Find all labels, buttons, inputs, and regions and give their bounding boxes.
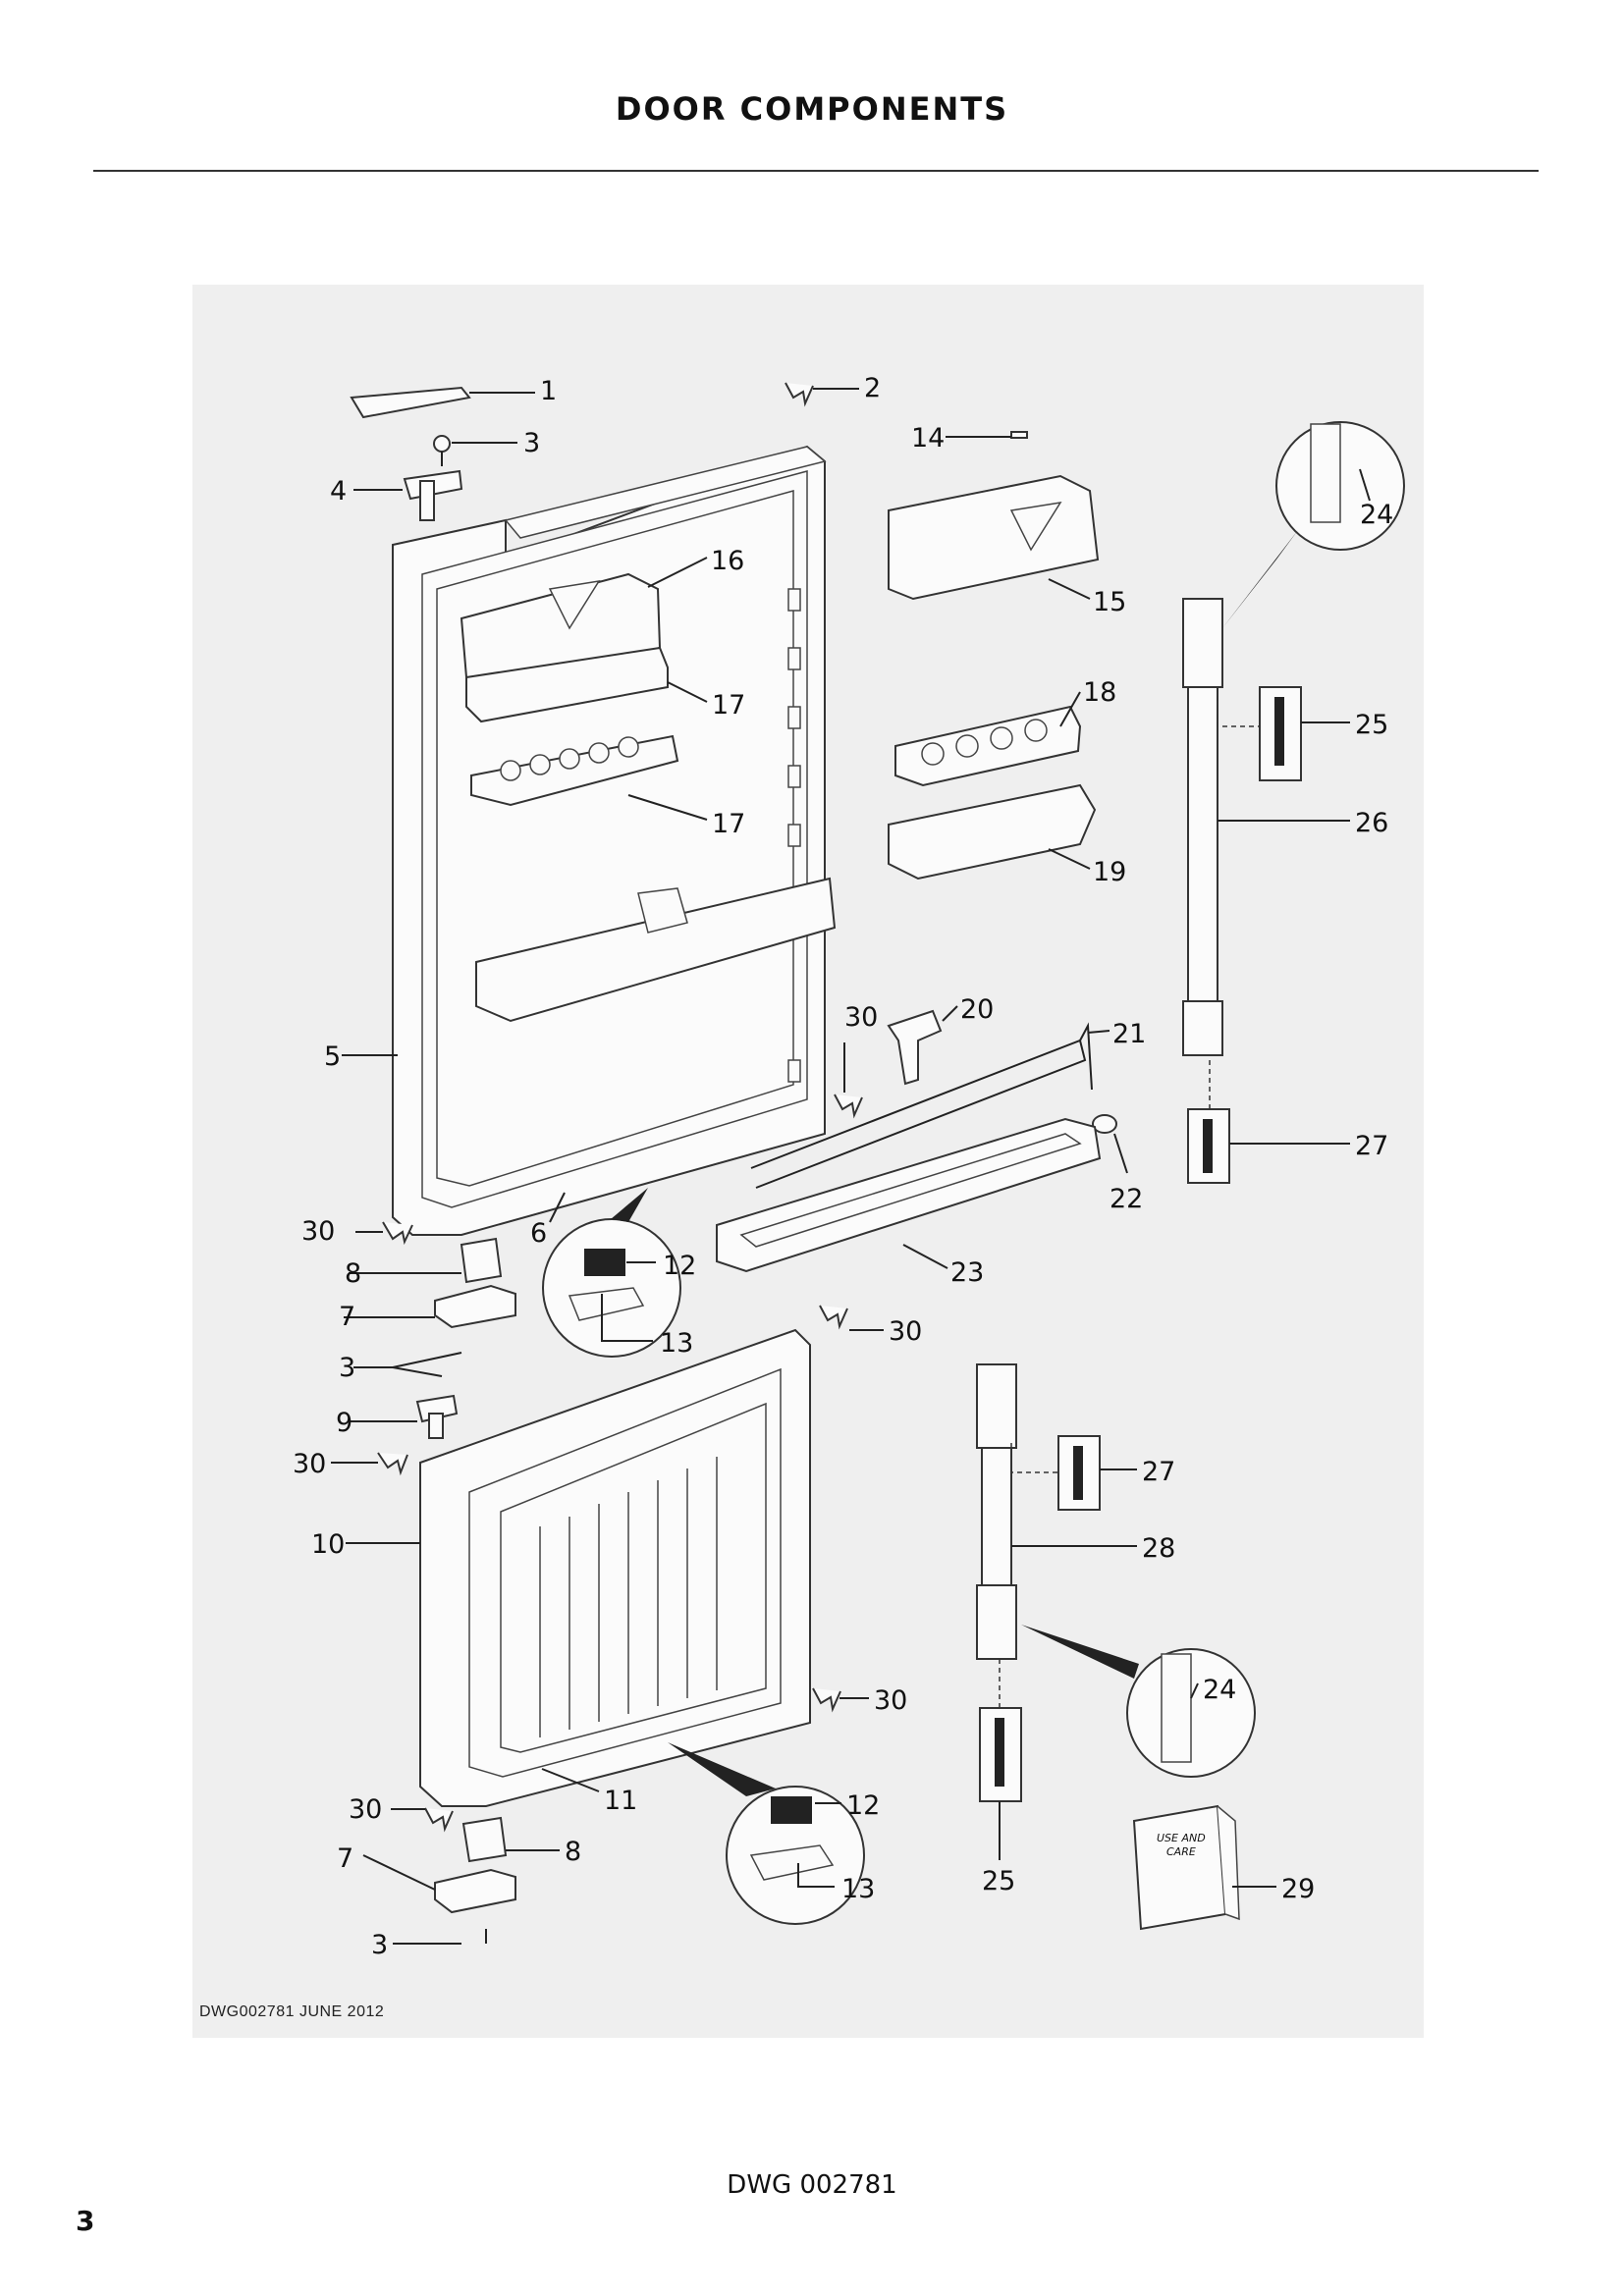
door-shelf-19: [888, 783, 1097, 881]
leader-lines: [331, 388, 1371, 1945]
bin-cap-detail-upper: [542, 1188, 681, 1358]
fresh-food-door: [392, 445, 827, 1236]
callout-5: 5: [324, 1041, 341, 1072]
callout-3: 3: [339, 1353, 355, 1383]
large-door-shelf: [475, 877, 837, 1023]
clip-30-set: [377, 382, 863, 1833]
bottom-hinge-bracket-7: [434, 1868, 516, 1914]
screw-25-upper: [1217, 686, 1302, 781]
pin-14: [1010, 431, 1028, 439]
callout-21: 21: [1112, 1019, 1146, 1049]
door-shelf-17-upper: [465, 646, 669, 723]
callout-18: 18: [1083, 677, 1116, 708]
bracket-20: [887, 1009, 943, 1086]
callout-29: 29: [1281, 1874, 1315, 1904]
lower-handle-28: [976, 1363, 1017, 1660]
freezer-door: [419, 1328, 811, 1807]
callout-25: 25: [1355, 710, 1388, 740]
callout-26: 26: [1355, 808, 1388, 838]
drawing-reference: DWG002781 JUNE 2012: [199, 2003, 385, 2020]
callout-30: 30: [874, 1685, 907, 1716]
callout-24: 24: [1203, 1675, 1236, 1705]
callout-19: 19: [1093, 857, 1126, 887]
screw-27-upper: [1187, 1060, 1230, 1184]
bottle-shelf-23: [716, 1117, 1102, 1273]
hinge-4: [403, 469, 463, 521]
screw-27-lower: [1010, 1435, 1101, 1511]
callout-22: 22: [1110, 1184, 1143, 1214]
hinge-bracket-7: [434, 1284, 516, 1329]
callout-30: 30: [844, 1002, 878, 1033]
middle-hinge-9: [415, 1394, 459, 1439]
callout-23: 23: [950, 1257, 984, 1288]
handle-detail-24-lower: [1021, 1625, 1256, 1778]
callout-12: 12: [846, 1790, 880, 1821]
callout-17: 17: [712, 809, 745, 839]
callout-27: 27: [1355, 1131, 1388, 1161]
bottom-hinge-pin-8: [461, 1816, 508, 1863]
callout-14: 14: [911, 423, 945, 454]
callout-30: 30: [301, 1216, 335, 1247]
title-divider: [93, 170, 1539, 172]
callout-15: 15: [1093, 587, 1126, 617]
footer-drawing-number: DWG 002781: [727, 2170, 897, 2200]
bin-cap-detail-lower: [668, 1742, 865, 1925]
callout-13: 13: [841, 1874, 875, 1904]
callout-4: 4: [330, 476, 347, 507]
callout-13: 13: [660, 1328, 693, 1359]
callout-8: 8: [565, 1837, 581, 1867]
callout-3: 3: [371, 1930, 388, 1960]
callout-20: 20: [960, 994, 994, 1025]
callout-7: 7: [337, 1843, 353, 1874]
hinge-pin-8: [460, 1237, 503, 1284]
callout-11: 11: [604, 1786, 637, 1816]
callout-25: 25: [982, 1866, 1015, 1896]
rail-21: [750, 1022, 1093, 1189]
callout-7: 7: [339, 1302, 355, 1332]
manual-label-line2: CARE: [1166, 1845, 1196, 1858]
manual-label-line1: USE AND: [1157, 1832, 1206, 1844]
callout-16: 16: [711, 546, 744, 576]
callout-28: 28: [1142, 1533, 1175, 1564]
use-and-care-manual-29: USE AND CARE: [1132, 1804, 1240, 1931]
callout-30: 30: [293, 1449, 326, 1479]
callout-1: 1: [540, 376, 557, 406]
top-hinge-cover-1: [350, 386, 471, 419]
callout-10: 10: [311, 1529, 345, 1560]
callout-3: 3: [523, 428, 540, 458]
callout-8: 8: [345, 1258, 361, 1289]
dairy-cover-15: [888, 474, 1100, 601]
page-title: DOOR COMPONENTS: [615, 90, 1009, 128]
callout-30: 30: [349, 1794, 382, 1825]
page-number: 3: [76, 2205, 95, 2237]
end-cap-22: [1092, 1114, 1117, 1134]
handle-detail-24-upper: [1222, 421, 1405, 628]
callout-9: 9: [336, 1408, 352, 1438]
callout-17: 17: [712, 690, 745, 721]
callout-24: 24: [1360, 500, 1393, 530]
callout-2: 2: [864, 373, 881, 403]
egg-tray-18: [894, 705, 1082, 787]
callout-6: 6: [530, 1218, 547, 1249]
upper-handle-26: [1182, 598, 1223, 1056]
callout-12: 12: [663, 1251, 696, 1281]
screw-3-top: [433, 435, 451, 466]
screw-25-lower: [979, 1659, 1022, 1802]
callout-30: 30: [889, 1316, 922, 1347]
egg-tray-17-lower: [470, 734, 679, 807]
callout-27: 27: [1142, 1457, 1175, 1487]
callout-numbers: 1 2 3 4 5 6 7 8 3 9 30 30 10 11 12 13 12…: [293, 373, 1393, 1960]
